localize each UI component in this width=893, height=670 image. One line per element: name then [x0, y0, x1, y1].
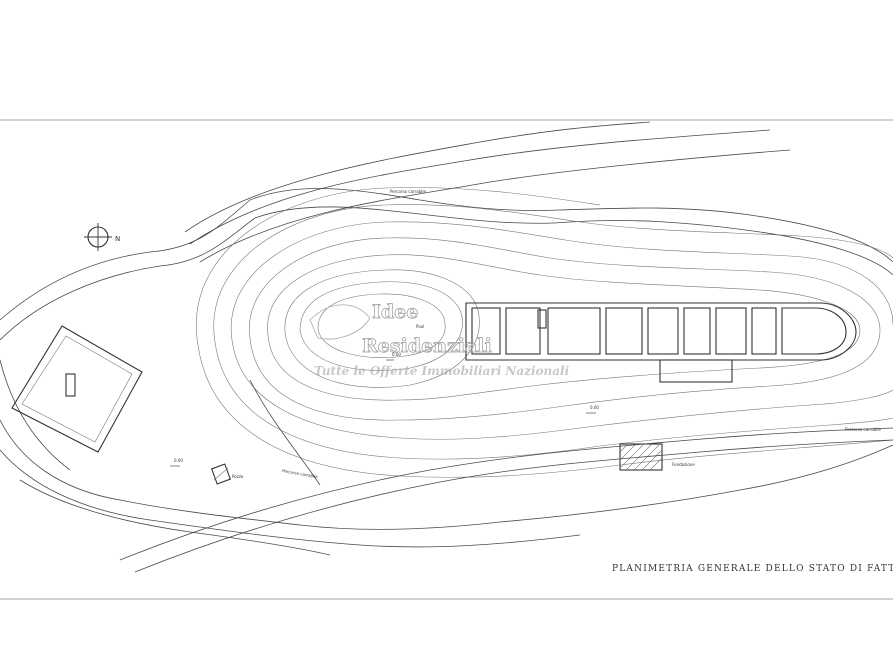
road-label-right: Percorso carrabile [845, 427, 881, 432]
cistern-label: Fondazione [672, 462, 695, 467]
pool-label: Pool [416, 324, 424, 329]
road-lines-bottom [119, 379, 893, 573]
road-label-bottom-left: Percorso carrabile [282, 468, 319, 479]
elevation-left: 0.00 [174, 458, 183, 463]
road-lines-top [184, 121, 791, 263]
north-arrow: N [84, 223, 120, 251]
north-label: N [115, 235, 120, 243]
watermark-brand-line1: Idee [372, 301, 418, 323]
watermark: Idee Residenziali Tutte le Offerte Immob… [309, 301, 570, 378]
terrain-contours [0, 188, 893, 556]
road-label-top: Percorso carrabile [390, 189, 426, 194]
watermark-tagline: Tutte le Offerte Immobiliari Nazionali [314, 364, 570, 378]
main-building [465, 302, 857, 383]
elevation-right: 0.00 [590, 405, 599, 410]
watermark-brand-line2: Residenziali [362, 335, 492, 357]
hill-contours [196, 187, 893, 478]
elevation-markers: 0.00 0.00 0.00 [170, 352, 599, 467]
well-symbol [210, 463, 232, 485]
well-label: Pozzo [232, 474, 244, 479]
shed-building [11, 325, 143, 453]
drawing-title: PLANIMETRIA GENERALE DELLO STATO DI FATT… [612, 564, 893, 574]
elevation-hilltop: 0.00 [392, 352, 401, 357]
